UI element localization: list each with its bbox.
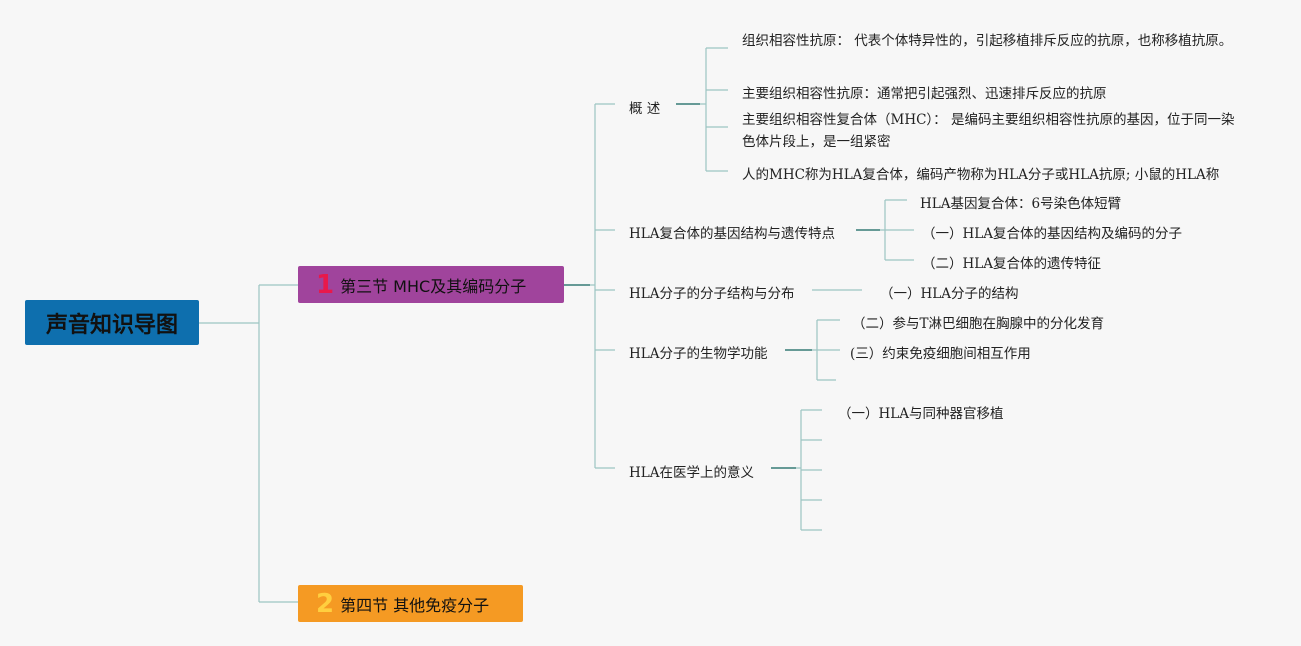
bio-function-item[interactable]: (三）约束免疫细胞间相互作用 xyxy=(850,346,1031,362)
root-node[interactable]: 声音知识导图 xyxy=(25,300,199,345)
overview-item[interactable]: 主要组织相容性抗原：通常把引起强烈、迅速排斥反应的抗原 xyxy=(742,86,1107,102)
root-label: 声音知识导图 xyxy=(45,312,178,338)
section-node-other-immune[interactable]: 2 第四节 其他免疫分子 xyxy=(298,585,523,622)
section-label: 第三节 MHC及其编码分子 xyxy=(340,276,527,296)
topic-hla-complex[interactable]: HLA复合体的基因结构与遗传特点 xyxy=(629,226,835,242)
overview-item[interactable]: 人的MHC称为HLA复合体，编码产物称为HLA分子或HLA抗原; 小鼠的HLA称 xyxy=(742,167,1220,183)
hla-complex-item[interactable]: （一）HLA复合体的基因结构及编码的分子 xyxy=(922,226,1182,242)
connector-section1 xyxy=(564,103,615,469)
connector-root xyxy=(199,284,298,603)
topic-overview[interactable]: 概 述 xyxy=(629,101,661,117)
overview-item[interactable]: 主要组织相容性复合体（MHC）： 是编码主要组织相容性抗原的基因，位于同一染色体… xyxy=(742,112,1235,150)
hla-complex-item[interactable]: HLA基因复合体：6号染色体短臂 xyxy=(920,196,1122,212)
connector-medical xyxy=(771,409,822,531)
section-node-mhc[interactable]: 1 第三节 MHC及其编码分子 xyxy=(298,266,564,303)
overview-item[interactable]: 组织相容性抗原： 代表个体特异性的，引起移植排斥反应的抗原，也称移植抗原。 xyxy=(742,33,1233,49)
bio-function-item[interactable]: （二）参与T淋巴细胞在胸腺中的分化发育 xyxy=(852,316,1105,332)
topic-medical-significance[interactable]: HLA在医学上的意义 xyxy=(629,465,754,481)
section-number-badge: 2 xyxy=(316,588,335,619)
connector-overview xyxy=(676,47,728,172)
topic-hla-structure[interactable]: HLA分子的分子结构与分布 xyxy=(629,286,795,302)
topic-bio-function[interactable]: HLA分子的生物学功能 xyxy=(629,346,768,362)
section-number-badge: 1 xyxy=(316,269,335,300)
medical-item[interactable]: （一）HLA与同种器官移植 xyxy=(838,406,1004,422)
hla-complex-item[interactable]: （二）HLA复合体的遗传特征 xyxy=(922,256,1101,272)
hla-structure-item[interactable]: （一）HLA分子的结构 xyxy=(880,286,1019,302)
section-label: 第四节 其他免疫分子 xyxy=(340,595,490,615)
